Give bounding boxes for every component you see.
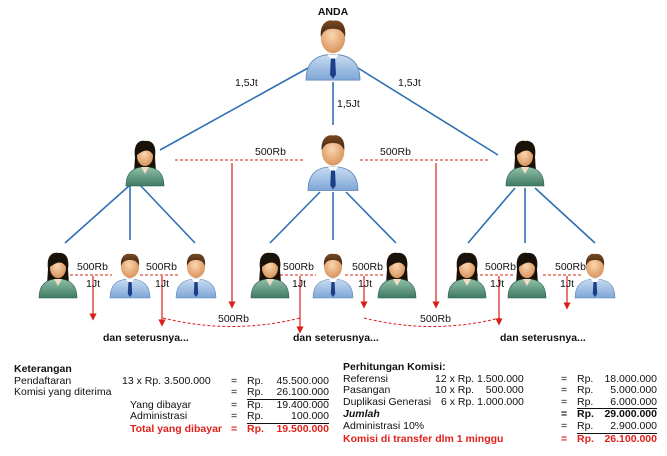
man-icon: [109, 253, 151, 299]
currency-label: Rp.: [577, 372, 594, 385]
equals-sign: =: [231, 422, 238, 435]
equals-sign: =: [561, 372, 568, 385]
edge-label: 500Rb: [255, 146, 286, 158]
dibayar-value: 19.400.000: [276, 398, 329, 411]
perhitungan-title: Perhitungan Komisi:: [343, 361, 446, 373]
edge-label: 1Jt: [560, 278, 574, 290]
transfer-label: Komisi di transfer dlm 1 minggu: [343, 432, 504, 445]
equals-sign: =: [561, 432, 568, 445]
edge-label: 500Rb: [77, 261, 108, 273]
admin-label: Administrasi 10%: [343, 419, 425, 432]
currency-label: Rp.: [577, 384, 594, 397]
woman-icon: [377, 252, 417, 299]
edge-label: 1,5Jt: [235, 77, 258, 89]
edge-label: 500Rb: [352, 261, 383, 273]
equals-sign: =: [231, 386, 238, 399]
edge-label: 1Jt: [490, 278, 504, 290]
admin-label: Administrasi: [130, 410, 188, 423]
pasangan-calc: 10 x Rp. 500.000: [435, 384, 524, 397]
edge-label: 500Rb: [380, 146, 411, 158]
pair-lines: [70, 159, 583, 327]
edge-label: 1Jt: [292, 278, 306, 290]
edge-label: 1Jt: [86, 278, 100, 290]
currency-label: Rp.: [577, 408, 594, 421]
referensi-value: 18.000.000: [604, 372, 657, 385]
duplikasi-calc: 6 x Rp. 1.000.000: [441, 395, 524, 408]
duplikasi-value: 6.000.000: [610, 395, 657, 408]
equals-sign: =: [561, 384, 568, 397]
equals-sign: =: [231, 398, 238, 411]
equals-sign: =: [231, 410, 238, 423]
man-icon: [307, 134, 359, 192]
referensi-label: Referensi: [343, 372, 388, 385]
pendaftaran-value: 45.500.000: [276, 374, 329, 387]
edge-label: 1,5Jt: [398, 77, 421, 89]
pendaftaran-calc: 13 x Rp. 3.500.000: [122, 374, 211, 387]
komisi-value: 26.100.000: [276, 386, 329, 399]
dibayar-label: Yang dibayar: [130, 398, 192, 411]
currency-label: Rp.: [247, 422, 264, 435]
edge-label: 500Rb: [218, 313, 249, 325]
currency-label: Rp.: [247, 398, 264, 411]
equals-sign: =: [231, 374, 238, 387]
total-label: Total yang dibayar: [130, 422, 222, 435]
currency-label: Rp.: [247, 374, 264, 387]
man-icon: [175, 253, 217, 299]
currency-label: Rp.: [577, 395, 594, 408]
referensi-calc: 12 x Rp. 1.500.000: [435, 372, 524, 385]
woman-icon: [125, 140, 165, 187]
admin-value: 100.000: [291, 410, 329, 423]
total-value: 19.500.000: [276, 422, 329, 435]
continue-text: dan seterusnya...: [500, 332, 586, 344]
edge-label: 1,5Jt: [337, 98, 360, 110]
equals-sign: =: [561, 419, 568, 432]
woman-icon: [250, 252, 290, 299]
tree-lines: [64, 67, 596, 244]
currency-label: Rp.: [577, 419, 594, 432]
perhitungan-table: Perhitungan Komisi: Referensi 12 x Rp. 1…: [343, 361, 661, 445]
woman-icon: [507, 252, 547, 299]
keterangan-table: Keterangan Pendaftaran 13 x Rp. 3.500.00…: [14, 363, 336, 436]
pasangan-value: 5.000.000: [610, 384, 657, 397]
continue-text: dan seterusnya...: [293, 332, 379, 344]
man-icon: [305, 19, 361, 81]
pendaftaran-label: Pendaftaran: [14, 374, 72, 387]
continue-text: dan seterusnya...: [103, 332, 189, 344]
man-icon: [312, 253, 354, 299]
jumlah-label: Jumlah: [343, 408, 380, 421]
duplikasi-label: Duplikasi Generasi: [343, 395, 432, 408]
edge-label: 500Rb: [485, 261, 516, 273]
edge-label: 1Jt: [358, 278, 372, 290]
edge-label: 500Rb: [555, 261, 586, 273]
top-label: ANDA: [318, 6, 349, 18]
commission-arrows: [89, 163, 571, 334]
equals-sign: =: [561, 395, 568, 408]
equals-sign: =: [561, 408, 568, 421]
pasangan-label: Pasangan: [343, 384, 391, 397]
edge-label: 1Jt: [155, 278, 169, 290]
woman-icon: [505, 140, 545, 187]
currency-label: Rp.: [247, 386, 264, 399]
currency-label: Rp.: [577, 432, 594, 445]
edge-label: 500Rb: [283, 261, 314, 273]
admin-value: 2.900.000: [610, 419, 657, 432]
edge-label: 500Rb: [420, 313, 451, 325]
edge-label: 500Rb: [146, 261, 177, 273]
currency-label: Rp.: [247, 410, 264, 423]
jumlah-value: 29.000.000: [604, 408, 657, 421]
keterangan-title: Keterangan: [14, 363, 72, 375]
transfer-value: 26.100.000: [604, 432, 657, 445]
komisi-label: Komisi yang diterima: [14, 386, 112, 399]
